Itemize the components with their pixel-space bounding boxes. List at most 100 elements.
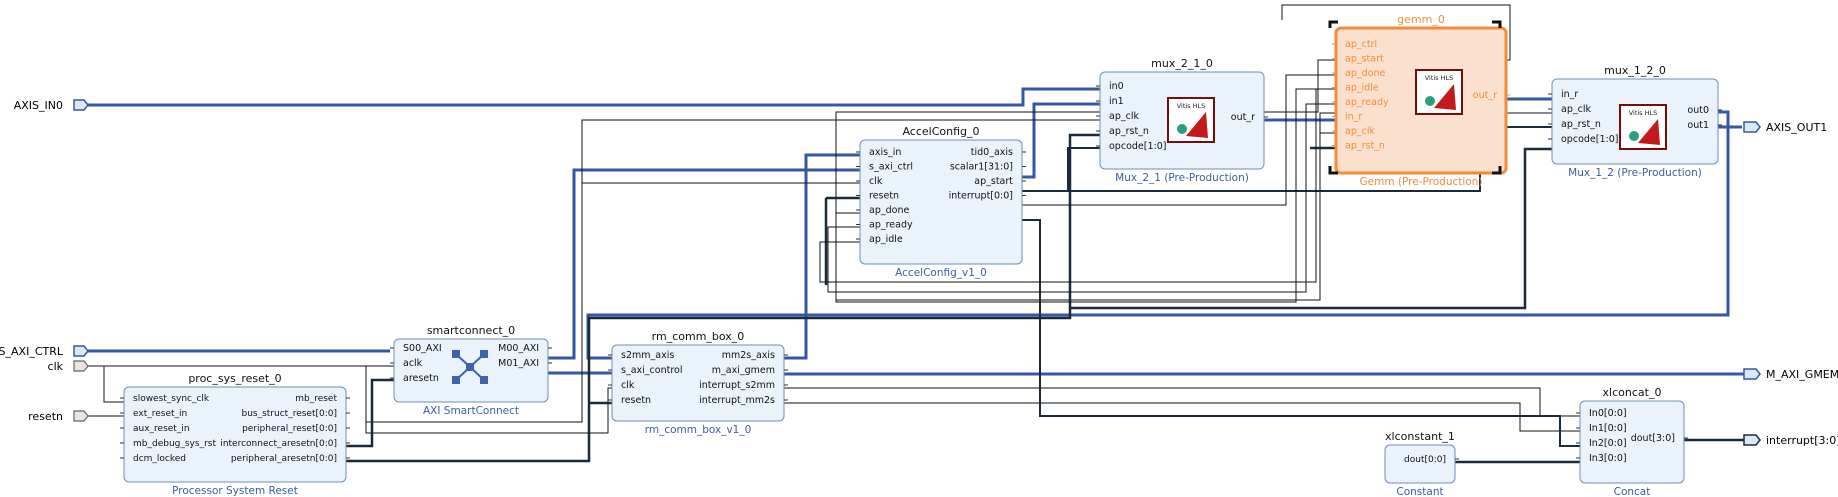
- pin-s-axi-control[interactable]: s_axi_control: [621, 365, 682, 376]
- port-label-axis-in0: AXIS_IN0: [14, 99, 63, 112]
- pin-interrupt-s2mm[interactable]: interrupt_s2mm: [699, 380, 775, 391]
- pin-m01-axi[interactable]: M01_AXI: [498, 358, 539, 369]
- pin-out-r[interactable]: out_r: [1231, 112, 1255, 123]
- pin-out1[interactable]: out1: [1687, 120, 1709, 131]
- block-title: rm_comm_box_0: [652, 330, 745, 343]
- pin-ap-ready[interactable]: ap_ready: [1345, 97, 1389, 108]
- pin-dout-3-0-[interactable]: dout[3:0]: [1631, 433, 1675, 444]
- block-body: [859, 139, 1023, 265]
- pin-aclk[interactable]: aclk: [403, 358, 423, 369]
- pin-in0[interactable]: in0: [1109, 81, 1124, 92]
- block-subtitle: AXI SmartConnect: [423, 405, 519, 417]
- block-body: [123, 386, 347, 483]
- pin-mb-reset[interactable]: mb_reset: [295, 394, 337, 404]
- block-body: [611, 344, 785, 422]
- pin-ext-reset-in[interactable]: ext_reset_in: [133, 409, 187, 419]
- pin-dout-0-0-[interactable]: dout[0:0]: [1404, 455, 1446, 465]
- pin-in-r[interactable]: in_r: [1561, 89, 1578, 100]
- pin-dcm-locked[interactable]: dcm_locked: [133, 454, 186, 464]
- pin-ap-rst-n[interactable]: ap_rst_n: [1561, 119, 1601, 130]
- pin-out0[interactable]: out0: [1687, 105, 1709, 116]
- pin-clk[interactable]: clk: [621, 380, 635, 391]
- pin-in2-0-0-[interactable]: In2[0:0]: [1589, 438, 1627, 449]
- vitis-hls-logo-icon: Vitis HLS: [1619, 104, 1667, 150]
- pin-opcode-1-0-[interactable]: opcode[1:0]: [1561, 134, 1618, 145]
- pin-ap-clk[interactable]: ap_clk: [1561, 104, 1591, 115]
- pin-ap-done[interactable]: ap_done: [1345, 68, 1385, 79]
- block-subtitle: Processor System Reset: [172, 485, 298, 497]
- pin-s2mm-axis[interactable]: s2mm_axis: [621, 350, 674, 361]
- net-accel-int: [1022, 219, 1580, 447]
- pin-axis-in[interactable]: axis_in: [869, 147, 901, 158]
- pin-bus-struct-reset-0-0-[interactable]: bus_struct_reset[0:0]: [241, 409, 337, 419]
- pin-out-r[interactable]: out_r: [1473, 90, 1497, 101]
- block-xlconcat[interactable]: xlconcat_0ConcatIn0[0:0]In1[0:0]In2[0:0]…: [1576, 386, 1688, 497]
- net-clk: [84, 112, 1552, 434]
- port-axis-out1[interactable]: AXIS_OUT1: [1743, 121, 1827, 134]
- pin-ap-idle[interactable]: ap_idle: [869, 234, 903, 245]
- pin-ap-start[interactable]: ap_start: [1345, 54, 1384, 65]
- pin-ap-rst-n[interactable]: ap_rst_n: [1345, 141, 1385, 152]
- port-arrow-icon: [73, 99, 89, 111]
- pin-ap-start[interactable]: ap_start: [974, 176, 1013, 187]
- port-arrow-icon: [1743, 434, 1761, 446]
- pin-resetn[interactable]: resetn: [869, 191, 899, 202]
- pin-mm2s-axis[interactable]: mm2s_axis: [722, 350, 775, 361]
- port-label-interrupt: interrupt[3:0]: [1766, 434, 1838, 447]
- port-clk[interactable]: clk: [48, 360, 89, 373]
- pin-in0-0-0-[interactable]: In0[0:0]: [1589, 408, 1627, 419]
- svg-text:Vitis HLS: Vitis HLS: [1177, 102, 1206, 110]
- port-m-axi-gmem[interactable]: M_AXI_GMEM: [1743, 368, 1838, 381]
- pin-interconnect-aresetn-0-0-[interactable]: interconnect_aresetn[0:0]: [220, 439, 337, 449]
- pin-in1-0-0-[interactable]: In1[0:0]: [1589, 423, 1627, 434]
- pin-ap-idle[interactable]: ap_idle: [1345, 83, 1379, 94]
- net-ap-idle: [819, 89, 1317, 283]
- pin-m00-axi[interactable]: M00_AXI: [498, 343, 539, 354]
- block-accelconfig[interactable]: AccelConfig_0AccelConfig_v1_0axis_ins_ax…: [856, 125, 1026, 279]
- port-resetn[interactable]: resetn: [28, 410, 89, 423]
- block-title: gemm_0: [1397, 13, 1445, 26]
- port-axis-in0[interactable]: AXIS_IN0: [14, 99, 89, 112]
- pin-tid0-axis[interactable]: tid0_axis: [971, 147, 1013, 158]
- pin-s00-axi[interactable]: S00_AXI: [403, 343, 442, 354]
- block-rm-comm-box[interactable]: rm_comm_box_0rm_comm_box_v1_0s2mm_axiss_…: [608, 330, 788, 436]
- pin-in3-0-0-[interactable]: In3[0:0]: [1589, 453, 1627, 464]
- pin-interrupt-mm2s[interactable]: interrupt_mm2s: [699, 395, 775, 406]
- block-body: [1579, 400, 1685, 484]
- pin-ap-clk[interactable]: ap_clk: [1345, 126, 1375, 137]
- pin-slowest-sync-clk[interactable]: slowest_sync_clk: [133, 394, 210, 404]
- svg-text:Vitis HLS: Vitis HLS: [1425, 74, 1454, 82]
- net-out0-loop: [586, 110, 1730, 360]
- pin-peripheral-aresetn-0-0-[interactable]: peripheral_aresetn[0:0]: [231, 454, 337, 464]
- pin-ap-ctrl[interactable]: ap_ctrl: [1345, 39, 1377, 50]
- pin-ap-rst-n[interactable]: ap_rst_n: [1109, 126, 1149, 137]
- port-interrupt[interactable]: interrupt[3:0]: [1743, 434, 1838, 447]
- pin-ap-clk[interactable]: ap_clk: [1109, 111, 1139, 122]
- pin-peripheral-reset-0-0-[interactable]: peripheral_reset[0:0]: [242, 424, 337, 434]
- pin-m-axi-gmem[interactable]: m_axi_gmem: [712, 365, 775, 376]
- pin-clk[interactable]: clk: [869, 176, 883, 187]
- block-title: proc_sys_reset_0: [188, 372, 281, 385]
- pin-in-r[interactable]: in_r: [1345, 112, 1362, 123]
- pin-mb-debug-sys-rst[interactable]: mb_debug_sys_rst: [133, 439, 216, 449]
- pin-aux-reset-in[interactable]: aux_reset_in: [133, 424, 190, 434]
- net-ap-start: [1022, 74, 1336, 206]
- pin-s-axi-ctrl[interactable]: s_axi_ctrl: [869, 162, 913, 173]
- pin-in1[interactable]: in1: [1109, 96, 1124, 107]
- pin-scalar1-31-0-[interactable]: scalar1[31:0]: [950, 162, 1013, 173]
- net-mm2s-axis: [784, 153, 860, 360]
- pin-aresetn[interactable]: aresetn: [403, 373, 439, 384]
- pin-resetn[interactable]: resetn: [621, 395, 651, 406]
- port-s-axi-ctrl[interactable]: S_AXI_CTRL: [0, 345, 89, 358]
- pin-ap-ready[interactable]: ap_ready: [869, 220, 913, 231]
- pin-opcode-1-0-[interactable]: opcode[1:0]: [1109, 141, 1166, 152]
- pin-interrupt-0-0-[interactable]: interrupt[0:0]: [949, 191, 1013, 202]
- pin-ap-done[interactable]: ap_done: [869, 205, 909, 216]
